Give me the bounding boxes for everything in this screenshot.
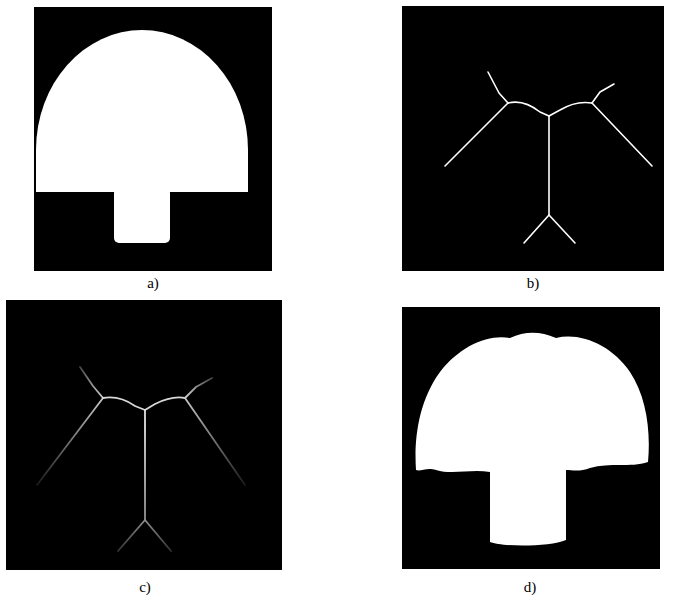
panel-label: a) — [147, 276, 159, 291]
panel-label: d) — [524, 580, 537, 595]
panel-d-reconstruction — [402, 307, 660, 569]
panel-b-skeleton — [402, 6, 664, 271]
panel-label: c) — [139, 580, 151, 595]
panel-a-image — [34, 7, 272, 271]
panel-c-weighted-skeleton — [6, 300, 282, 570]
panel-label: b) — [527, 276, 540, 291]
